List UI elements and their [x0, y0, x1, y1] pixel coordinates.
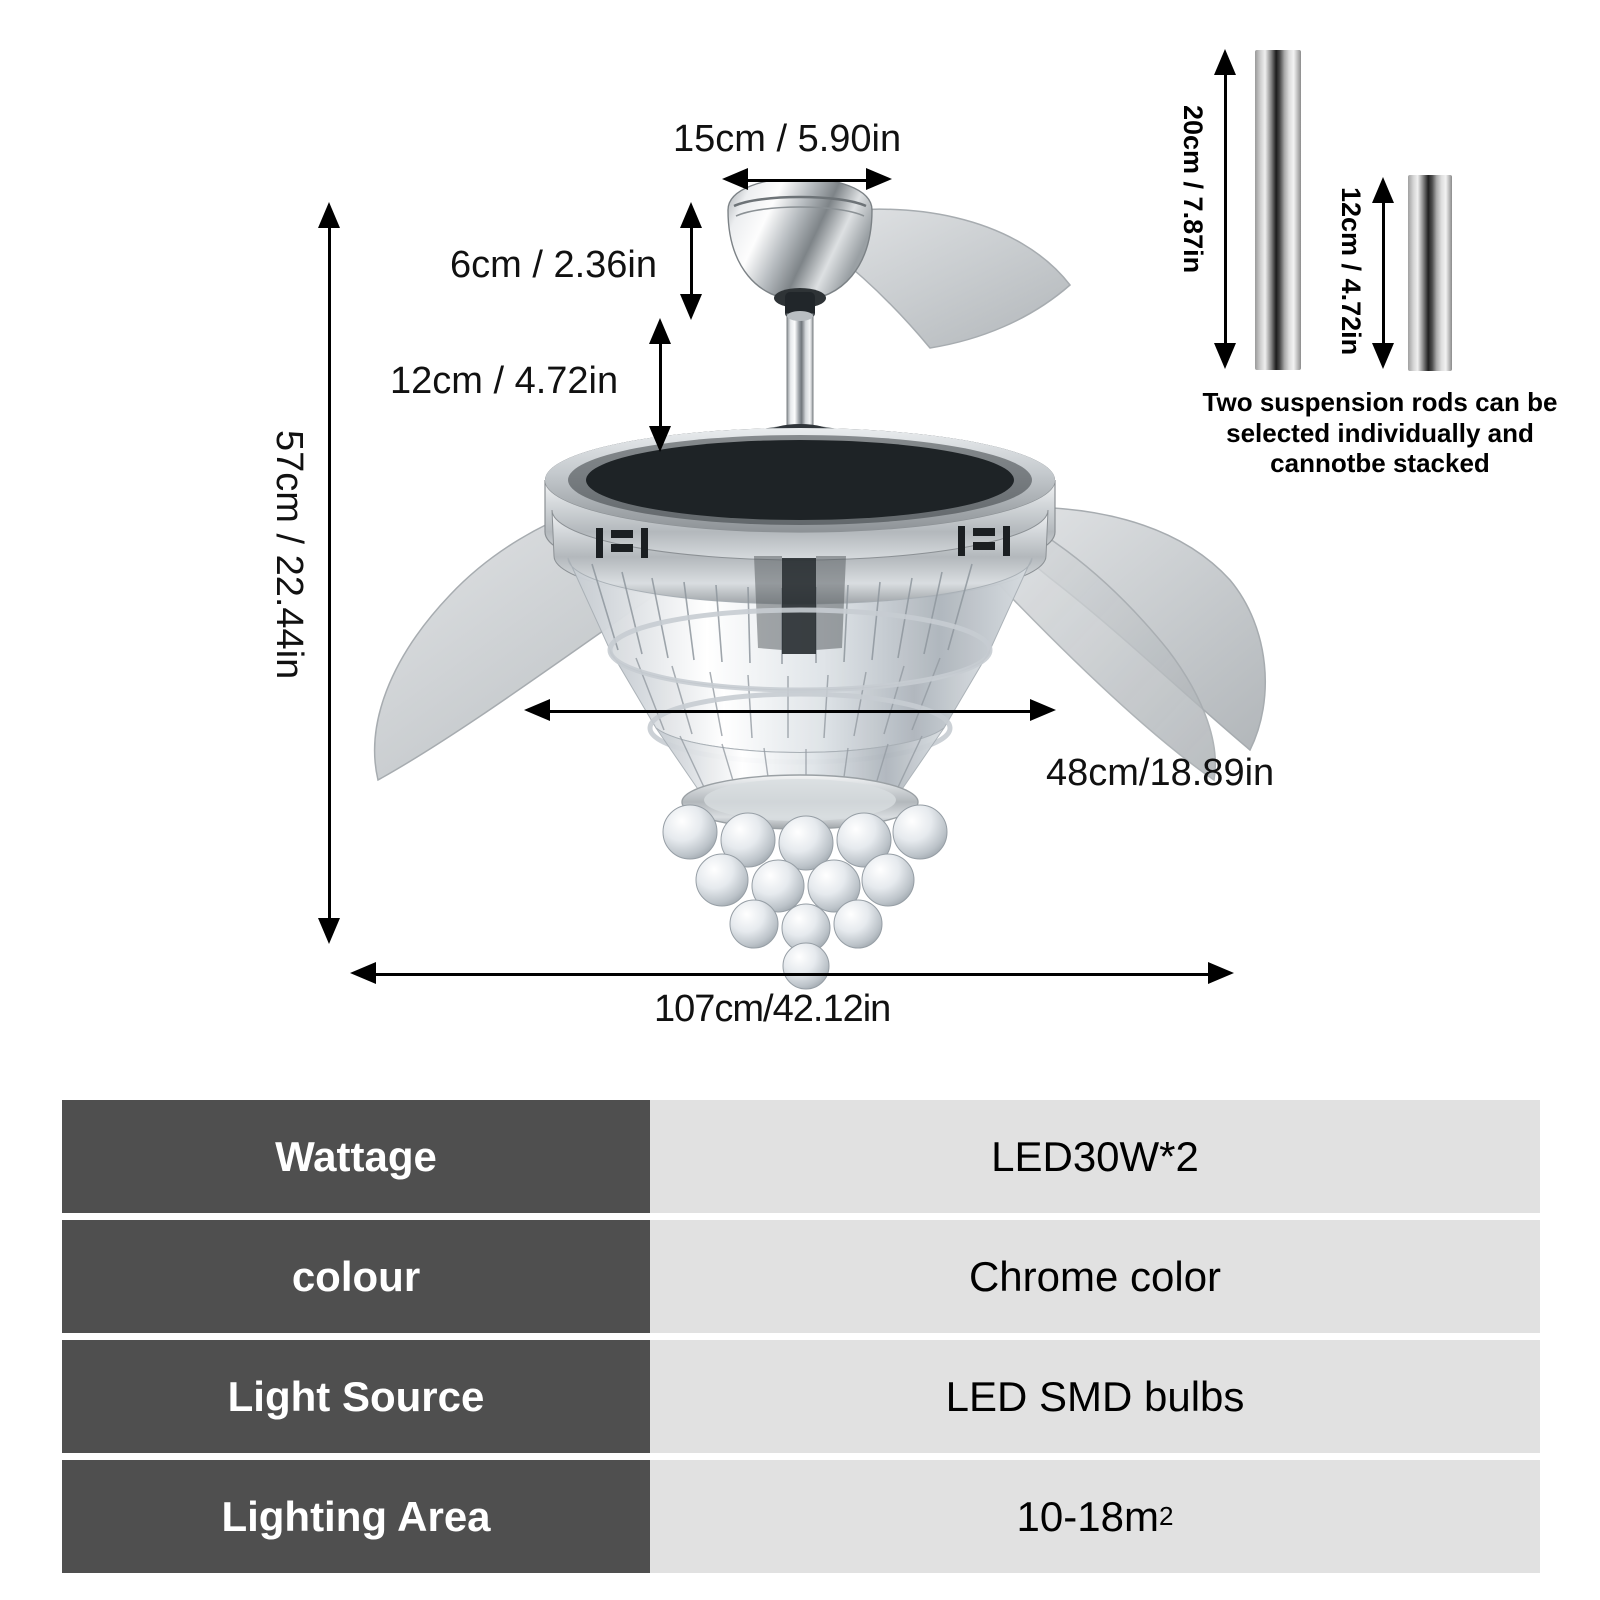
vent-slot-right [958, 526, 1010, 556]
table-row: Wattage LED30W*2 [62, 1100, 1540, 1213]
fan-blades [373, 208, 1266, 782]
spec-value: LED SMD bulbs [650, 1340, 1540, 1453]
spec-key: colour [62, 1220, 650, 1333]
table-row: colour Chrome color [62, 1220, 1540, 1333]
canopy-width-label: 15cm / 5.90in [673, 118, 902, 160]
spec-value-text: 10-18m [1016, 1492, 1159, 1540]
spec-key: Lighting Area [62, 1460, 650, 1573]
short-rod-label: 12cm / 4.72in [1336, 187, 1366, 356]
suspension-rods-note: Two suspension rods can be selected indi… [1202, 387, 1558, 479]
long-rod-label: 20cm / 7.87in [1178, 105, 1208, 274]
long-suspension-rod [1255, 50, 1301, 370]
short-suspension-rod [1408, 175, 1452, 371]
blade-span-label: 107cm/42.12in [654, 988, 891, 1030]
spec-value: Chrome color [650, 1220, 1540, 1333]
spec-value-superscript: 2 [1158, 1501, 1174, 1531]
spec-value: LED30W*2 [650, 1100, 1540, 1213]
table-row: Light Source LED SMD bulbs [62, 1340, 1540, 1453]
motor-housing [544, 428, 1056, 605]
crystal-shade [567, 556, 1033, 990]
total-height-label: 57cm / 22.44in [268, 430, 310, 680]
spec-table: Wattage LED30W*2 colour Chrome color Lig… [62, 1100, 1540, 1580]
spec-key: Light Source [62, 1340, 650, 1453]
downrod-length-label: 12cm / 4.72in [390, 360, 619, 402]
canopy-height-label: 6cm / 2.36in [450, 244, 657, 286]
crystal-ball-cluster [662, 804, 948, 990]
spec-key: Wattage [62, 1100, 650, 1213]
product-illustration [373, 180, 1266, 990]
shade-diameter-label: 48cm/18.89in [1046, 752, 1275, 794]
suspension-rods-inset: 20cm / 7.87in 12cm / 4.72in Two suspensi… [1170, 35, 1590, 478]
vent-slot-left [596, 528, 648, 558]
